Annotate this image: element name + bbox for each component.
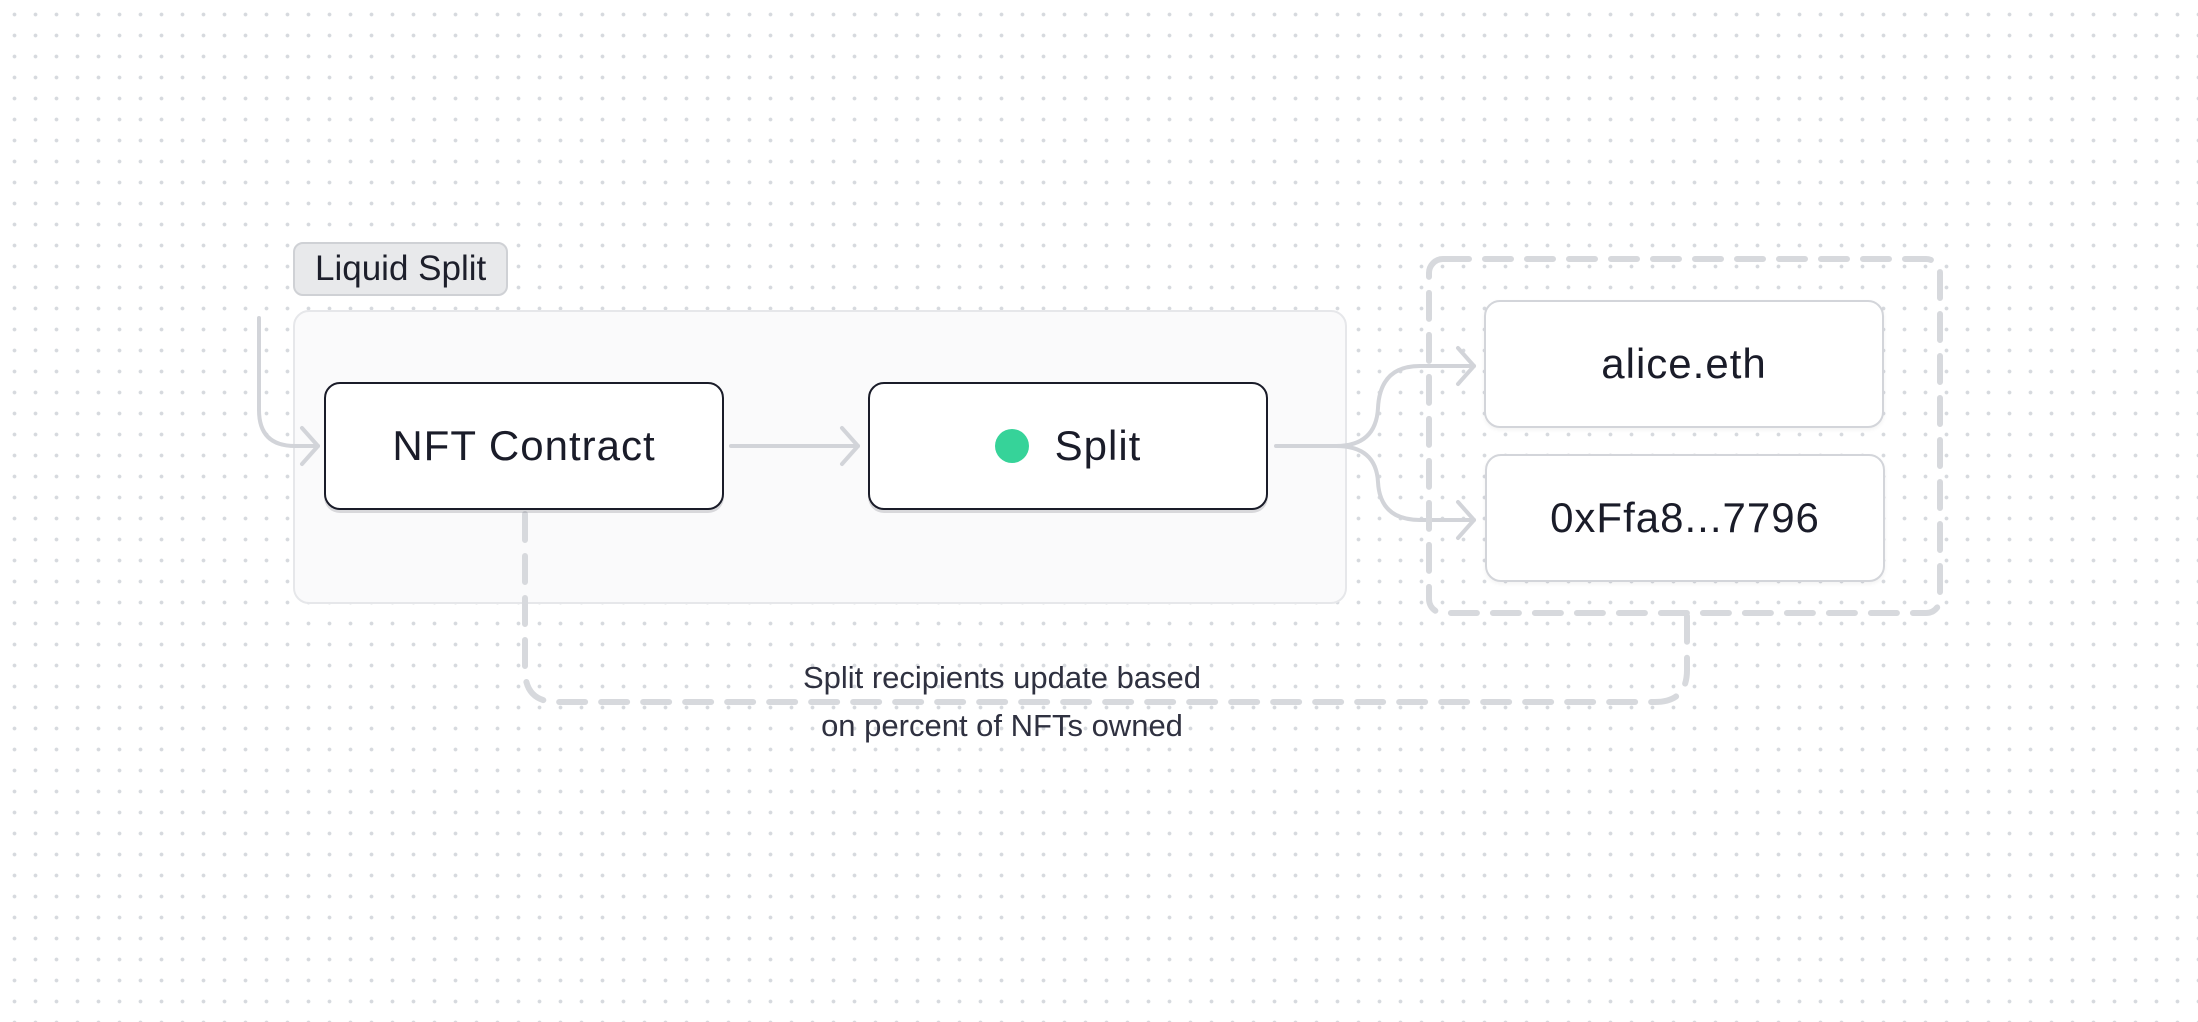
- split-to-alice-arrowhead: [1456, 346, 1476, 386]
- split-to-alice-connector: [1274, 364, 1476, 448]
- incoming-arrowhead: [300, 426, 320, 466]
- nft-to-split-arrowhead: [840, 426, 860, 466]
- recipients-dashed-box: [1426, 256, 1943, 616]
- feedback-caption: Split recipients update based on percent…: [702, 654, 1302, 750]
- split-node[interactable]: Split: [868, 382, 1268, 510]
- status-dot-icon: [994, 429, 1029, 463]
- recipient-node-address[interactable]: 0xFfa8...7796: [1485, 454, 1885, 582]
- caption-line-2: on percent of NFTs owned: [821, 708, 1183, 743]
- nft-contract-label: NFT Contract: [392, 422, 656, 469]
- recipient-node-alice[interactable]: alice.eth: [1484, 300, 1884, 428]
- caption-line-1: Split recipients update based: [802, 660, 1202, 695]
- recipient-label: alice.eth: [1601, 340, 1767, 387]
- feedback-dashed-loop: [522, 511, 1690, 705]
- split-to-address-connector: [1334, 444, 1476, 522]
- split-to-address-arrowhead: [1456, 500, 1476, 540]
- split-label: Split: [1054, 422, 1142, 469]
- incoming-connector: [257, 316, 320, 448]
- group-label: Liquid Split: [293, 242, 509, 296]
- recipient-label: 0xFfa8...7796: [1550, 494, 1820, 541]
- nft-contract-node[interactable]: NFT Contract: [324, 382, 724, 510]
